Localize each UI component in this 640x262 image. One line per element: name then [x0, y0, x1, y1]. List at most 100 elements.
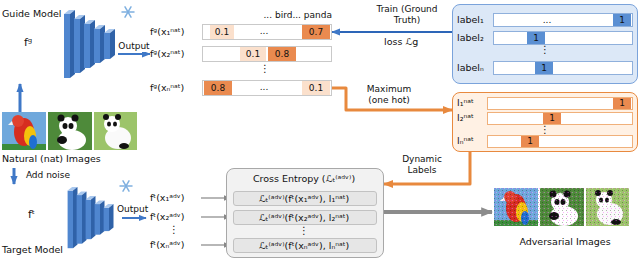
math-label: label₂ [457, 32, 491, 44]
snowflake-icon-part [123, 181, 129, 191]
photo-tiles-part [69, 123, 74, 129]
photo-tiles-part [8, 121, 13, 125]
math-label: l₂ⁿᵃᵗ [457, 112, 485, 124]
vertical-ellipsis: ⋮ [257, 64, 273, 74]
edge-label: Train (Ground Truth) [372, 4, 442, 26]
math-label: fᵍ(x₂ⁿᵃᵗ) [150, 48, 200, 60]
one-hot-vector: l₁ⁿᵃᵗ 1 [457, 97, 633, 110]
cnn-icon [68, 187, 114, 248]
value-cell: 1 [527, 32, 545, 44]
value-cell: 1 [613, 14, 631, 26]
math-label: lₙⁿᵃᵗ [457, 135, 485, 147]
math-label: ℒₜ⁽ᵃᵈᵛ⁾(fᵗ(xₙᵃᵈᵛ), lₙⁿᵃᵗ) [234, 239, 374, 252]
output-label: Output [117, 203, 149, 215]
photo-tiles [2, 112, 137, 150]
snowflake-icon-part [125, 7, 131, 17]
cnn-icon-part [84, 24, 90, 68]
label-vector: label₂ 1 [457, 31, 633, 45]
photo-tiles-part [113, 122, 117, 127]
cnn-icon-part [77, 195, 82, 244]
snowflake-icon-part [123, 181, 129, 191]
vertical-ellipsis: ⋮ [537, 125, 553, 135]
value-cell: 1 [521, 136, 539, 147]
image-group: Natural (nat) Images [2, 112, 138, 168]
snowflake-icon [120, 181, 132, 191]
photo-tiles-part [63, 123, 68, 129]
photo-tiles-part [494, 188, 629, 226]
one-hot-panel: ⋮ l₁ⁿᵃᵗ 1 l₂ⁿᵃᵗ1 lₙⁿᵃᵗ 1 [452, 92, 638, 152]
value-cell: 0.1 [210, 25, 234, 39]
value-cell: 1 [535, 62, 553, 74]
math-label: label₁ [457, 14, 491, 26]
cnn-icon-part [95, 204, 100, 235]
loss-term: ℒₜ⁽ᵃᵈᵛ⁾(fᵗ(x₁ᵃᵈᵛ), l₁ⁿᵃᵗ) [233, 191, 377, 206]
photo-tiles-part [12, 115, 24, 127]
output-vector: fᵍ(xₙⁿᵃᵗ)0.8...0.1 [150, 80, 332, 96]
output-vector: fᵍ(x₂ⁿᵃᵗ) 0.10.8 [150, 46, 332, 62]
output-term: fᵗ(x₁ᵃᵈᵛ) [150, 192, 198, 204]
target-model: fᵗTarget Model [2, 184, 122, 258]
one-hot-vector: l₂ⁿᵃᵗ1 [457, 112, 633, 125]
vertical-ellipsis: ⋮ [537, 45, 553, 55]
edge-label: Add noise [22, 170, 74, 181]
cross-entropy-panel: Cross Entropy (ℒₜ⁽ᵃᵈᵛ⁾)⋮ℒₜ⁽ᵃᵈᵛ⁾(fᵗ(x₁ᵃᵈᵛ… [226, 168, 384, 258]
cnn-icon-part [64, 14, 70, 78]
vector-bar [493, 31, 633, 45]
math-label: ℒₜ⁽ᵃᵈᵛ⁾(fᵗ(x₁ᵃᵈᵛ), l₁ⁿᵃᵗ) [234, 192, 374, 205]
math-label: labelₙ [457, 62, 491, 74]
label-panel: ⋮ label₁...1 label₂ 1 labelₙ 1 [452, 4, 638, 84]
photo-tiles-part [115, 114, 121, 120]
label-vector: labelₙ 1 [457, 61, 633, 75]
math-label: fᵍ(xₙⁿᵃᵗ) [150, 82, 200, 94]
value-cell: 0.1 [302, 81, 330, 95]
value-cell: 0.1 [240, 47, 266, 61]
value-cell: 0.7 [302, 25, 330, 39]
connector-arrow [384, 152, 470, 184]
photo-tiles-part [107, 122, 111, 127]
cnn-icon-part [110, 29, 115, 59]
output-arrows-part [122, 217, 146, 219]
snowflake-icon [122, 7, 134, 17]
photo-tiles-part [29, 135, 37, 149]
ellipsis: ... [242, 25, 286, 37]
loss-term: ℒₜ⁽ᵃᵈᵛ⁾(fᵗ(x₂ᵃᵈᵛ), l₂ⁿᵃᵗ) [233, 210, 377, 225]
cnn-icon-part [86, 200, 91, 240]
output-vector: fᵍ(x₁ⁿᵃᵗ)0.1...0.7 [150, 24, 332, 40]
class-header: ... bird... panda [236, 9, 332, 21]
loss-label: loss ℒg [384, 36, 434, 48]
photo-tiles-part [72, 115, 79, 122]
cnn-icon-part [68, 191, 73, 249]
value-cell: 1 [613, 98, 631, 109]
math-label: ℒₜ⁽ᵃᵈᵛ⁾(fᵗ(x₂ᵃᵈᵛ), l₂ⁿᵃᵗ) [234, 211, 374, 224]
vertical-ellipsis: ⋮ [166, 225, 182, 235]
text-label: Target Model [2, 244, 66, 256]
cnn-icon-part [104, 33, 110, 59]
edge-label: Maximum (one hot) [360, 84, 418, 106]
vector-bar [493, 61, 633, 75]
photo-tiles-part [103, 114, 109, 120]
one-hot-vector: lₙⁿᵃᵗ 1 [457, 135, 633, 148]
output-term: fᵗ(x₂ᵃᵈᵛ) [150, 211, 198, 223]
cnn-icon-part [94, 29, 100, 63]
photo-tiles-part [494, 188, 629, 226]
text-label: Natural (nat) Images [2, 153, 136, 165]
cnn-icon [64, 10, 115, 78]
connector-arrow [384, 210, 492, 214]
value-cell: 0.8 [268, 47, 296, 61]
cnn-icon-part [74, 19, 80, 73]
guide-model: Guide Modelfᵍ [2, 4, 118, 84]
ellipsis: ... [242, 81, 286, 93]
photo-tiles-part [57, 136, 67, 144]
math-label: fᵍ [24, 36, 44, 49]
edge-label: Output [118, 41, 150, 52]
photo-tiles-part [58, 115, 65, 122]
math-label: fᵗ [28, 208, 44, 221]
math-label: l₁ⁿᵃᵗ [457, 97, 485, 109]
label-vector: label₁...1 [457, 13, 633, 27]
text-label: Cross Entropy (ℒₜ⁽ᵃᵈᵛ⁾) [227, 173, 381, 185]
connector-arrow [19, 84, 22, 112]
snowflake-icon-part [125, 7, 131, 17]
output-term: fᵗ(xₙᵃᵈᵛ) [150, 239, 198, 251]
loss-term: ℒₜ⁽ᵃᵈᵛ⁾(fᵗ(xₙᵃᵈᵛ), lₙⁿᵃᵗ) [233, 238, 377, 253]
